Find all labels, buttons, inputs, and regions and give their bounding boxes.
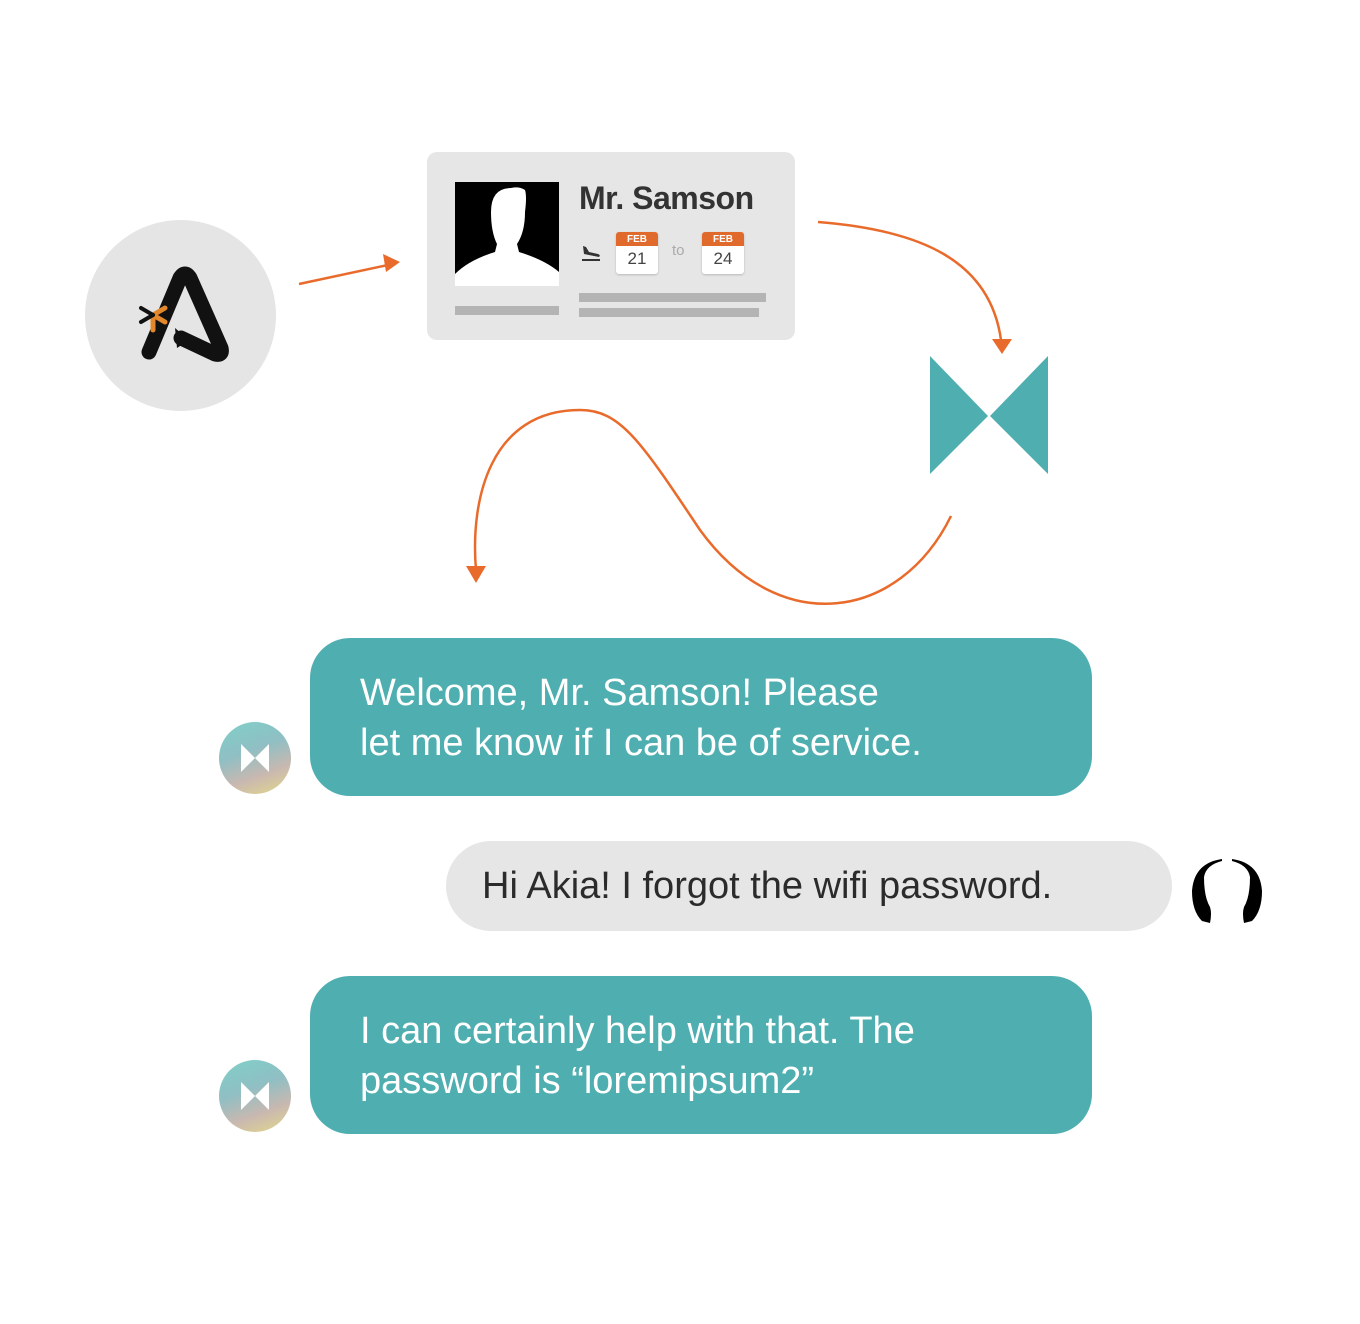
chat-bubble-bot: Welcome, Mr. Samson! Please let me know …	[310, 638, 1092, 796]
check-out-date: FEB 24	[702, 232, 744, 274]
flight-landing-icon	[582, 246, 600, 261]
bowtie-logo-icon	[930, 356, 1048, 474]
bot-avatar-icon	[219, 1060, 291, 1132]
arrow-card-to-bowtie	[817, 220, 1003, 341]
chat-bubble-user: Hi Akia! I forgot the wifi password.	[446, 841, 1172, 931]
chat-bubble-bot: I can certainly help with that. The pass…	[310, 976, 1092, 1134]
check-in-date: FEB 21	[616, 232, 658, 274]
akia-a-logo-icon	[139, 266, 229, 362]
bot-avatar-icon	[219, 722, 291, 794]
message-line: password is “loremipsum2”	[360, 1060, 815, 1102]
arrowhead-icon	[383, 254, 400, 272]
arrowhead-icon	[466, 566, 486, 583]
user-silhouette-icon	[1192, 859, 1262, 923]
guest-name: Mr. Samson	[579, 180, 754, 216]
placeholder-bar	[455, 306, 559, 315]
message-line: Hi Akia! I forgot the wifi password.	[482, 865, 1053, 907]
person-silhouette-icon	[455, 187, 559, 286]
arrowhead-icon	[992, 339, 1012, 354]
arrow-bowtie-to-chat	[473, 408, 953, 605]
guest-profile-card: Mr. Samson FEB 21 to FEB 24	[427, 152, 795, 340]
message-line: Welcome, Mr. Samson! Please	[360, 672, 879, 714]
placeholder-bar	[579, 308, 759, 317]
date-separator: to	[672, 242, 685, 259]
arrow-logo-to-card	[298, 263, 389, 286]
placeholder-bar	[579, 293, 766, 302]
akia-logo	[85, 220, 276, 411]
guest-photo	[455, 182, 559, 286]
message-line: I can certainly help with that. The	[360, 1010, 915, 1052]
message-line: let me know if I can be of service.	[360, 722, 922, 764]
